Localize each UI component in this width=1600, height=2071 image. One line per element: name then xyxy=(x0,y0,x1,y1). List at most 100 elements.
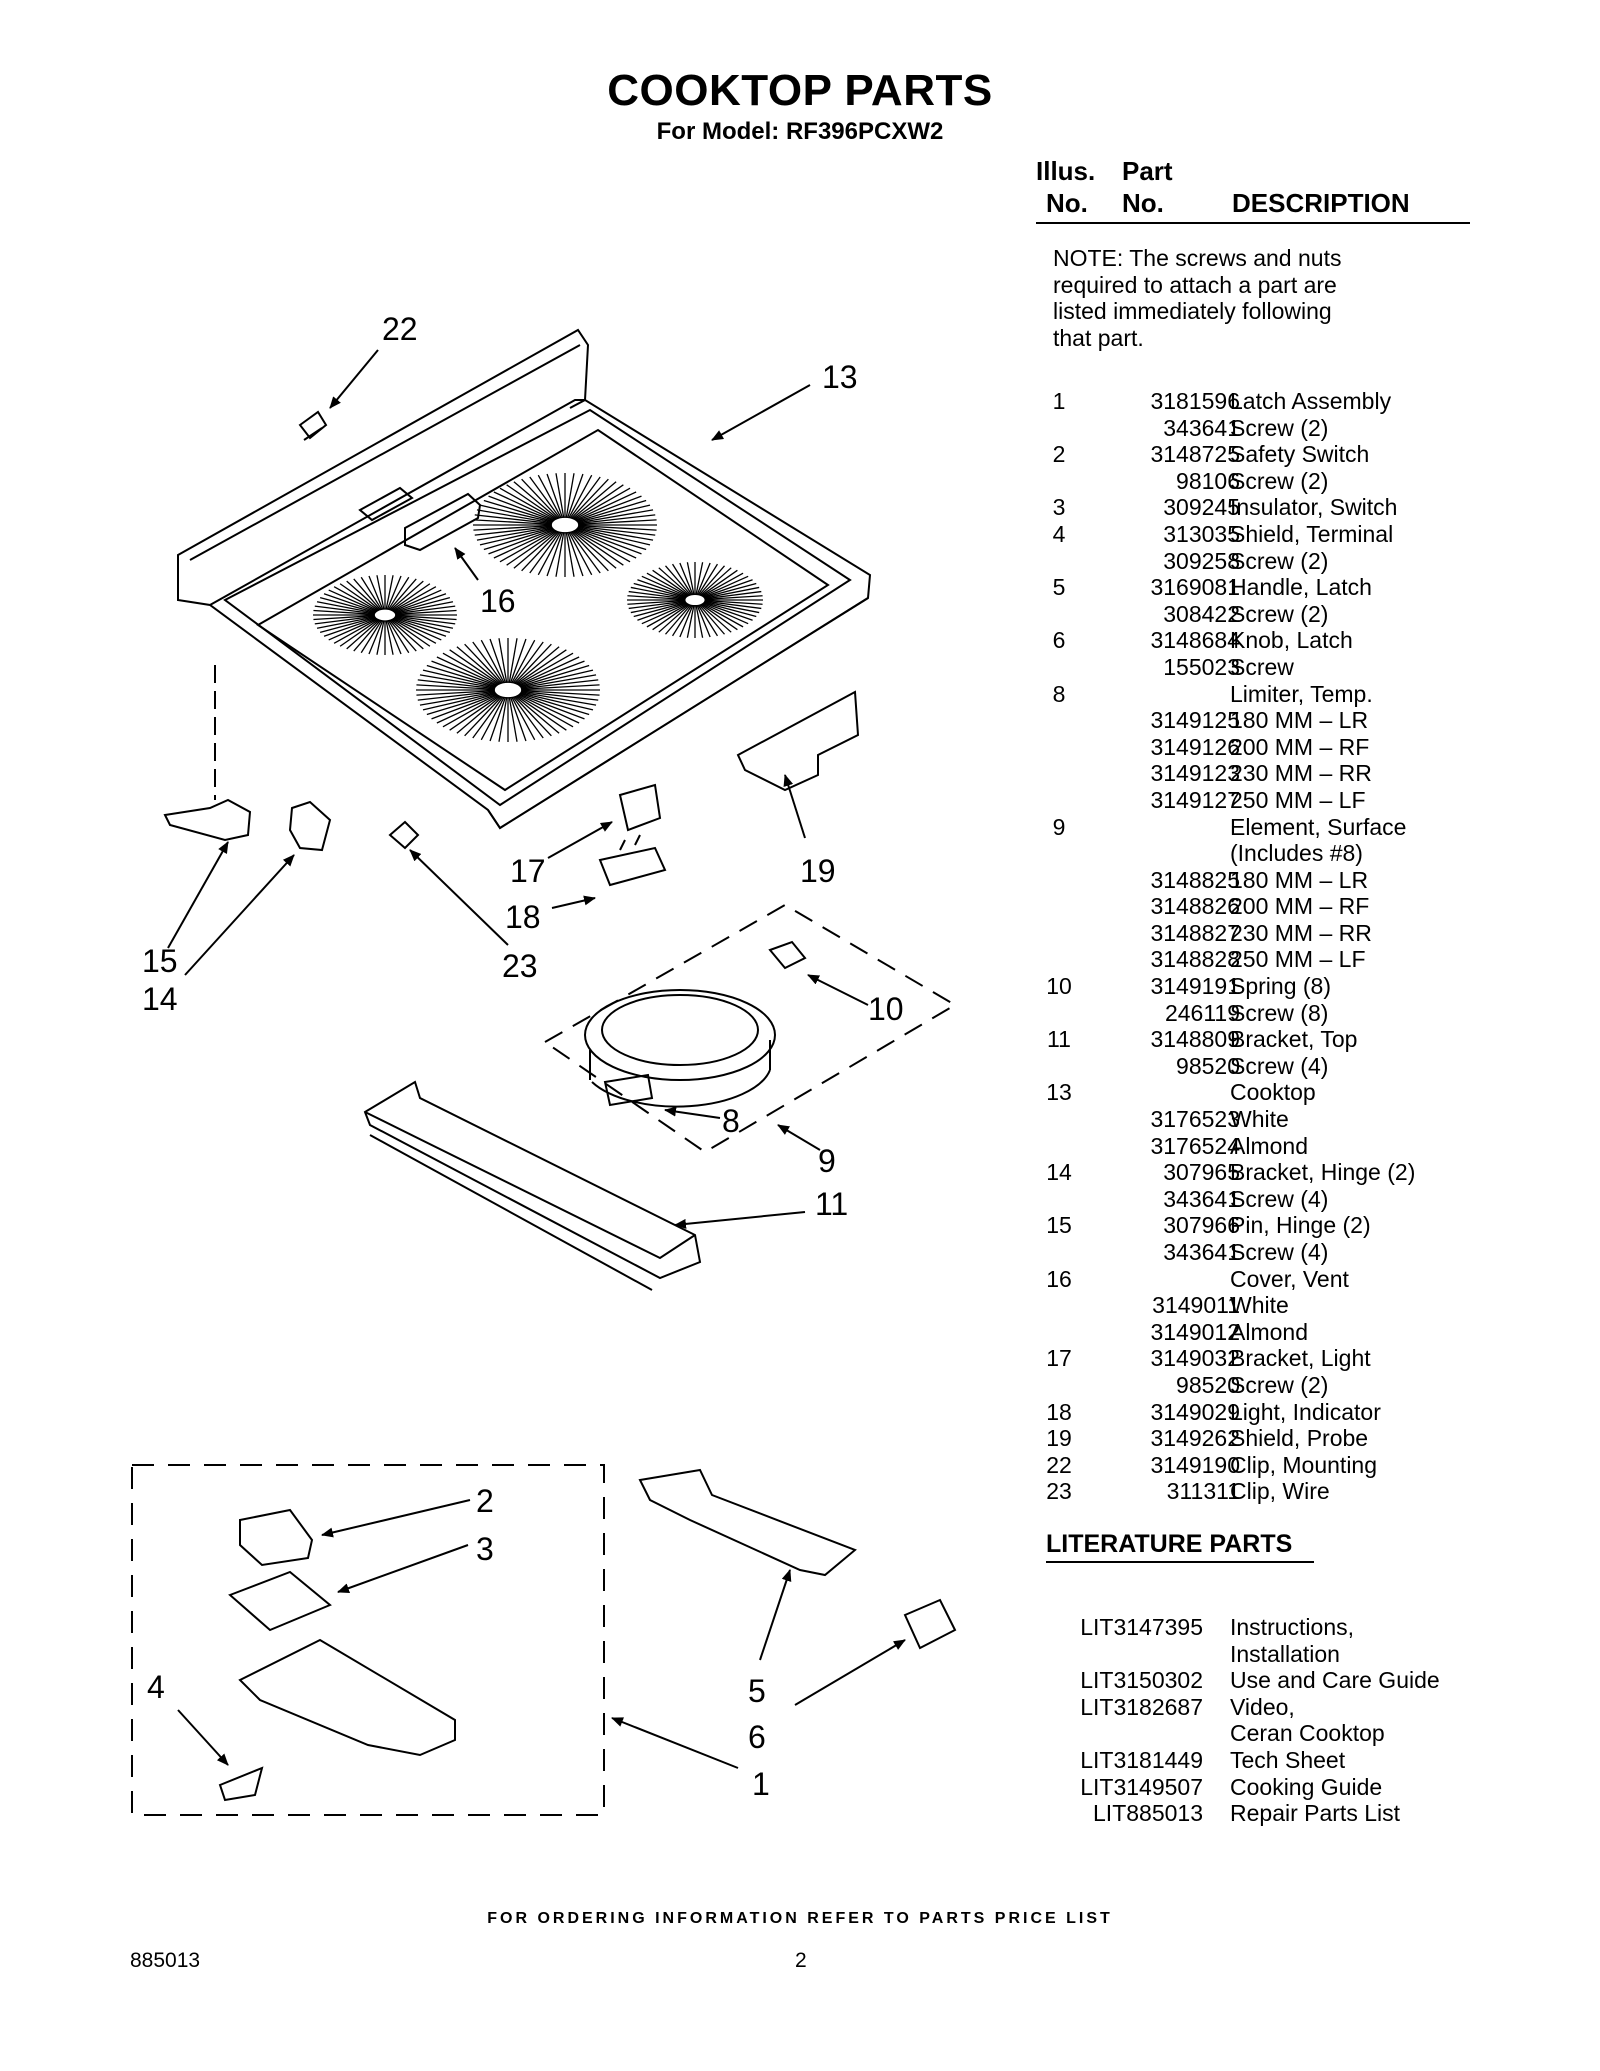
part-description: Screw (2) xyxy=(1230,600,1329,627)
part-description: 180 MM – LR xyxy=(1230,866,1369,893)
callout-18: 18 xyxy=(505,899,541,935)
part-header-line1: Part xyxy=(1122,156,1173,186)
part-number: 3149190 xyxy=(1150,1451,1240,1478)
part-number: 3149032 xyxy=(1150,1345,1240,1372)
illus-number: 23 xyxy=(1046,1478,1072,1505)
part-number: 98106 xyxy=(1176,467,1240,494)
part-description: Pin, Hinge (2) xyxy=(1230,1212,1371,1239)
latch-mechanism-part xyxy=(238,1638,456,1757)
part-description: (Includes #8) xyxy=(1230,840,1363,867)
callout-4: 4 xyxy=(147,1669,165,1705)
hinge-pin-part xyxy=(163,798,252,842)
ordering-note: FOR ORDERING INFORMATION REFER TO PARTS … xyxy=(487,1910,1113,1927)
part-description: 230 MM – RR xyxy=(1230,919,1372,946)
part-number: 307966 xyxy=(1163,1212,1240,1239)
cooktop-part xyxy=(177,328,872,830)
callout-2: 2 xyxy=(476,1483,494,1519)
part-number: 311311 xyxy=(1166,1478,1240,1505)
element-burst-rf xyxy=(627,562,763,638)
callout-6: 6 xyxy=(748,1719,766,1755)
part-number: 3148827 xyxy=(1150,919,1240,946)
part-description: Screw xyxy=(1230,653,1294,680)
part-number: 3149125 xyxy=(1150,707,1240,734)
part-description: Almond xyxy=(1230,1132,1308,1159)
part-description: 200 MM – RF xyxy=(1230,893,1370,920)
illus-number: 13 xyxy=(1046,1079,1072,1106)
part-description: Clip, Wire xyxy=(1230,1478,1330,1505)
callout-16: 16 xyxy=(480,583,516,619)
probe-shield-part xyxy=(736,690,860,792)
illus-number: 5 xyxy=(1052,574,1066,601)
part-number: 308422 xyxy=(1163,600,1240,627)
callout-3: 3 xyxy=(476,1531,494,1567)
illus-number: 1 xyxy=(1052,388,1066,414)
part-number: 3176523 xyxy=(1150,1106,1240,1133)
literature-description: Cooking Guide xyxy=(1230,1773,1383,1800)
part-number: 3148828 xyxy=(1150,946,1240,973)
illus-number: 15 xyxy=(1046,1212,1072,1239)
illus-number: 11 xyxy=(1047,1026,1071,1053)
callout-14: 14 xyxy=(142,981,178,1017)
literature-row: Ceran Cooktop xyxy=(1038,1720,1478,1747)
illus-number: 2 xyxy=(1052,441,1066,468)
part-description: White xyxy=(1230,1106,1289,1133)
part-description: Almond xyxy=(1230,1318,1308,1345)
illus-number: 4 xyxy=(1052,520,1066,547)
illus-number: 16 xyxy=(1046,1265,1072,1292)
element-burst-lf xyxy=(416,638,600,742)
part-number: 98520 xyxy=(1176,1052,1240,1079)
illus-number: 22 xyxy=(1046,1451,1072,1478)
part-number: 3149012 xyxy=(1150,1318,1240,1345)
callout-13: 13 xyxy=(822,359,858,395)
literature-description: Installation xyxy=(1230,1640,1340,1667)
part-description: 250 MM – LF xyxy=(1230,786,1366,813)
description-header: DESCRIPTION xyxy=(1232,188,1410,218)
part-description: Shield, Probe xyxy=(1230,1425,1369,1452)
switch-insulator-part xyxy=(228,1570,332,1632)
literature-description: Video, xyxy=(1230,1693,1295,1720)
callout-1: 1 xyxy=(752,1766,770,1802)
page-number: 2 xyxy=(795,1949,807,1972)
callout-8: 8 xyxy=(722,1103,740,1139)
literature-part-number: LIT3149507 xyxy=(1080,1773,1203,1800)
callout-5: 5 xyxy=(748,1673,766,1709)
illus-number: 14 xyxy=(1046,1159,1072,1186)
surface-element-part xyxy=(584,989,776,1081)
part-number: 309245 xyxy=(1163,494,1240,521)
part-number: 3176524 xyxy=(1150,1132,1240,1159)
indicator-light-part xyxy=(598,834,667,887)
illus-number: 6 xyxy=(1052,627,1066,654)
illus-header-line2: No. xyxy=(1046,188,1088,218)
temperature-limiter-part xyxy=(603,1073,654,1107)
part-description: Element, Surface xyxy=(1230,813,1407,840)
literature-part-number: LIT3181449 xyxy=(1080,1746,1203,1773)
part-number: 3148809 xyxy=(1150,1026,1240,1053)
part-number: 3148684 xyxy=(1150,627,1240,654)
